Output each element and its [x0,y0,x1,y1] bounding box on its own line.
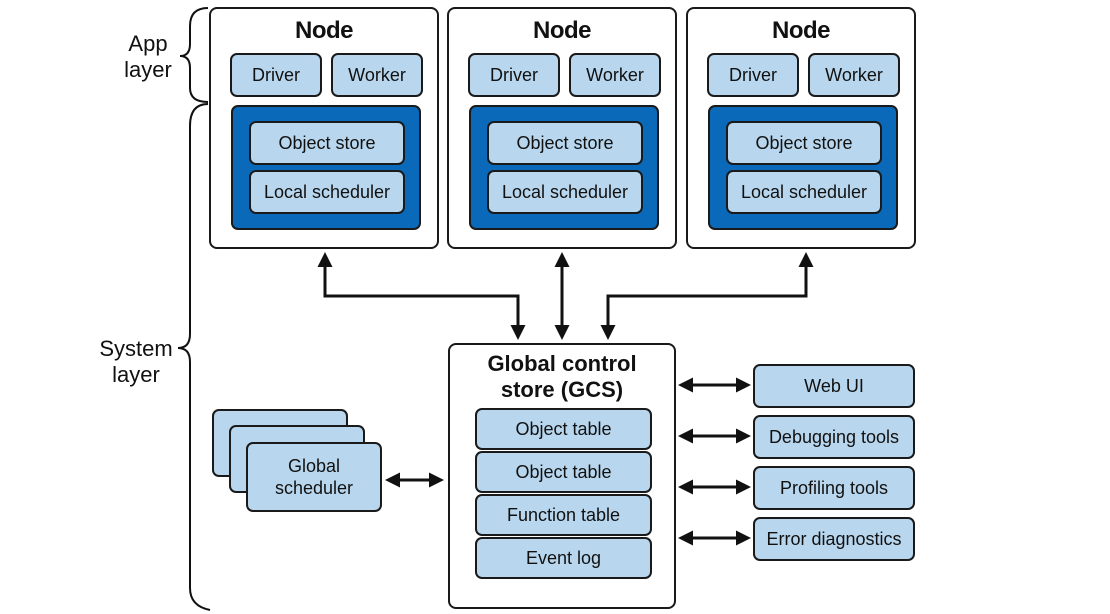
node-runtime-block: Object store Local scheduler [708,105,898,230]
gcs-table: Event log [475,537,652,579]
gcs-title: Global control store (GCS) [487,351,637,402]
system-layer-brace [177,103,211,611]
node-title: Node [772,17,831,44]
arrow-node3-gcs [600,252,814,340]
gcs-table: Object table [475,451,652,493]
gcs-table: Object table [475,408,652,450]
tool-web-ui: Web UI [753,364,915,408]
system-layer-label: System layer [99,336,173,387]
local-scheduler-box: Local scheduler [726,170,882,214]
node-2: Node Driver Worker Object store Local sc… [447,7,677,249]
driver-box: Driver [468,53,560,97]
tool-error-diagnostics: Error diagnostics [753,517,915,561]
app-layer-brace [179,7,209,103]
object-store-box: Object store [487,121,643,165]
local-scheduler-box: Local scheduler [249,170,405,214]
arrow-node1-gcs [317,252,526,340]
tool-debugging: Debugging tools [753,415,915,459]
tool-profiling: Profiling tools [753,466,915,510]
driver-box: Driver [230,53,322,97]
global-control-store: Global control store (GCS) Object table … [448,343,676,609]
worker-box: Worker [331,53,423,97]
driver-box: Driver [707,53,799,97]
node-1: Node Driver Worker Object store Local sc… [209,7,439,249]
node-title: Node [295,17,354,44]
node-runtime-block: Object store Local scheduler [469,105,659,230]
local-scheduler-box: Local scheduler [487,170,643,214]
app-layer-label: App layer [124,31,172,82]
object-store-box: Object store [726,121,882,165]
worker-box: Worker [808,53,900,97]
node-title: Node [533,17,592,44]
node-3: Node Driver Worker Object store Local sc… [686,7,916,249]
object-store-box: Object store [249,121,405,165]
gcs-table: Function table [475,494,652,536]
global-scheduler-box: Global scheduler [246,442,382,512]
worker-box: Worker [569,53,661,97]
node-runtime-block: Object store Local scheduler [231,105,421,230]
